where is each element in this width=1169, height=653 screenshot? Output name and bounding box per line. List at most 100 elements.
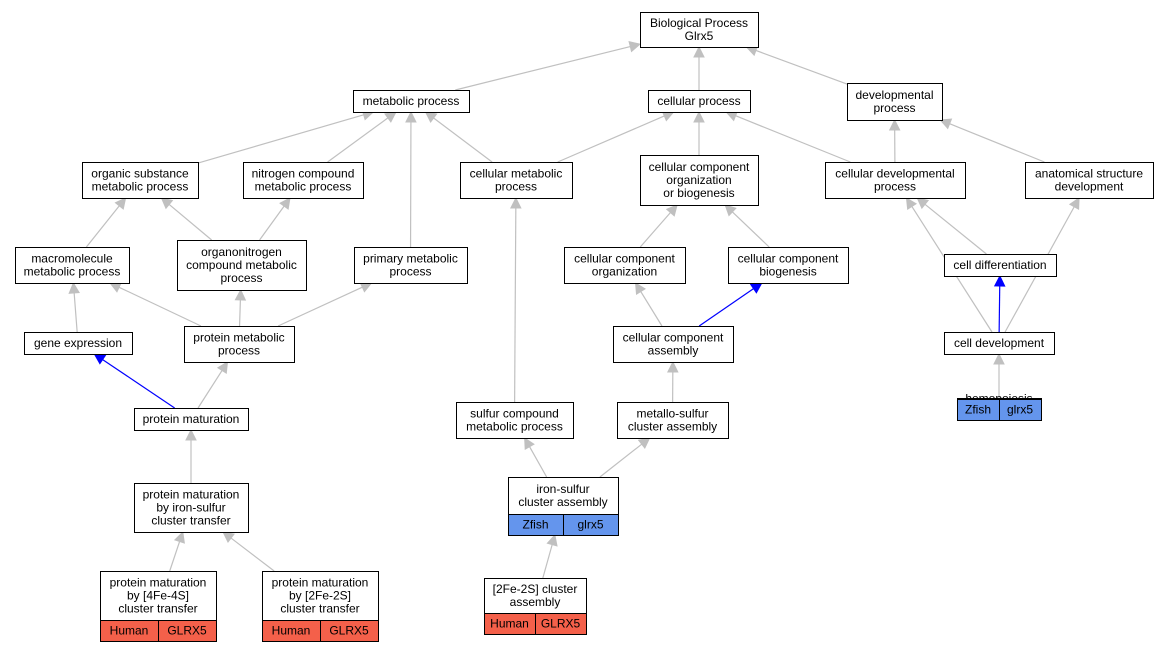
node-label-line: organization xyxy=(666,173,731,187)
node-box xyxy=(134,408,249,431)
gene-tag xyxy=(158,620,217,642)
gene-tag-label: GLRX5 xyxy=(329,624,369,638)
arrowhead xyxy=(114,197,127,210)
edge-fe2s-assembly-to-fe-s-assembly xyxy=(542,533,558,579)
node-box xyxy=(134,483,249,533)
node-box xyxy=(82,162,199,199)
arrowhead xyxy=(279,197,291,210)
gene-tag xyxy=(535,613,587,635)
node-label-line: cell differentiation xyxy=(953,258,1046,272)
edge-line xyxy=(731,211,770,248)
node-label-line: protein maturation xyxy=(143,488,240,502)
arrowhead xyxy=(173,530,185,544)
edge-cc-assembly-to-cc-org xyxy=(634,282,663,327)
edge-organonitrogen-to-nitrogen xyxy=(259,197,291,241)
node-box xyxy=(617,402,729,439)
arrowhead xyxy=(109,282,123,293)
arrowhead xyxy=(546,533,558,547)
gene-tag-label: glrx5 xyxy=(1007,403,1033,417)
node-label-line: cellular metabolic xyxy=(470,167,563,181)
node-label-line: cellular component xyxy=(649,160,750,174)
gene-tag-label: GLRX5 xyxy=(167,624,207,638)
edge-line xyxy=(230,537,275,572)
node-label-line: Biological Process xyxy=(650,16,748,30)
node-label-line: sulfur compound xyxy=(470,407,559,421)
arrowhead xyxy=(68,281,80,294)
node-box xyxy=(564,247,686,284)
edge-macromolecule-to-organic-subst xyxy=(85,197,127,248)
node-label-line: metabolic process xyxy=(363,94,460,108)
arrowhead xyxy=(693,45,705,58)
node-label-line: primary metabolic xyxy=(363,252,458,266)
arrowhead xyxy=(424,111,438,123)
edge-line xyxy=(949,123,1045,163)
node-label-line: cellular component xyxy=(623,331,724,345)
edge-cell-dev-proc-to-developmental xyxy=(888,118,901,163)
edge-cc-biog-to-cc-org-biog xyxy=(724,204,770,248)
node-box xyxy=(100,571,217,621)
edge-line xyxy=(735,115,851,163)
edge-cell-metabolic-to-cellular xyxy=(557,110,675,163)
node-gene-expr[interactable]: gene expression xyxy=(24,332,133,355)
node-box xyxy=(24,332,133,355)
edge-nitrogen-to-metabolic xyxy=(327,111,397,163)
node-box xyxy=(640,12,759,48)
node-label-line: assembly xyxy=(510,595,561,609)
arrowhead xyxy=(524,437,535,450)
arrowhead xyxy=(222,531,235,543)
edge-line xyxy=(73,292,78,333)
node-label-line: process xyxy=(495,180,537,194)
edge-cc-assembly-to-cc-biog xyxy=(698,282,763,327)
node-label-line: organization xyxy=(592,265,657,279)
arrowhead xyxy=(359,282,373,293)
edge-line xyxy=(639,212,671,248)
node-box xyxy=(825,162,966,199)
node-label-line: cluster assembly xyxy=(518,495,607,509)
node-label-line: cluster transfer xyxy=(280,602,359,616)
species-tag-label: Zfish xyxy=(522,518,548,532)
node-box xyxy=(847,83,943,121)
node-protein-mat[interactable]: protein maturation xyxy=(134,408,249,431)
arrowhead xyxy=(667,360,679,373)
arrowhead xyxy=(993,274,1006,287)
arrowhead xyxy=(628,41,642,53)
node-cellular[interactable]: cellular process xyxy=(648,90,751,113)
edge-line xyxy=(168,203,213,241)
edge-cc-org-biog-to-cellular xyxy=(693,110,705,155)
edge-developmental-to-bp xyxy=(745,45,848,85)
edge-line xyxy=(85,205,120,248)
node-label-line: cellular component xyxy=(738,252,839,266)
node-metabolic[interactable]: metabolic process xyxy=(353,90,470,113)
node-cell-diff[interactable]: cell differentiation xyxy=(944,254,1057,277)
node-box xyxy=(177,240,307,291)
edge-cellular-to-bp xyxy=(693,45,705,90)
gene-tag xyxy=(563,514,619,536)
node-label-line: organic substance xyxy=(91,167,189,181)
node-cell-development[interactable]: cell development xyxy=(944,332,1055,355)
edge-line xyxy=(197,114,364,164)
